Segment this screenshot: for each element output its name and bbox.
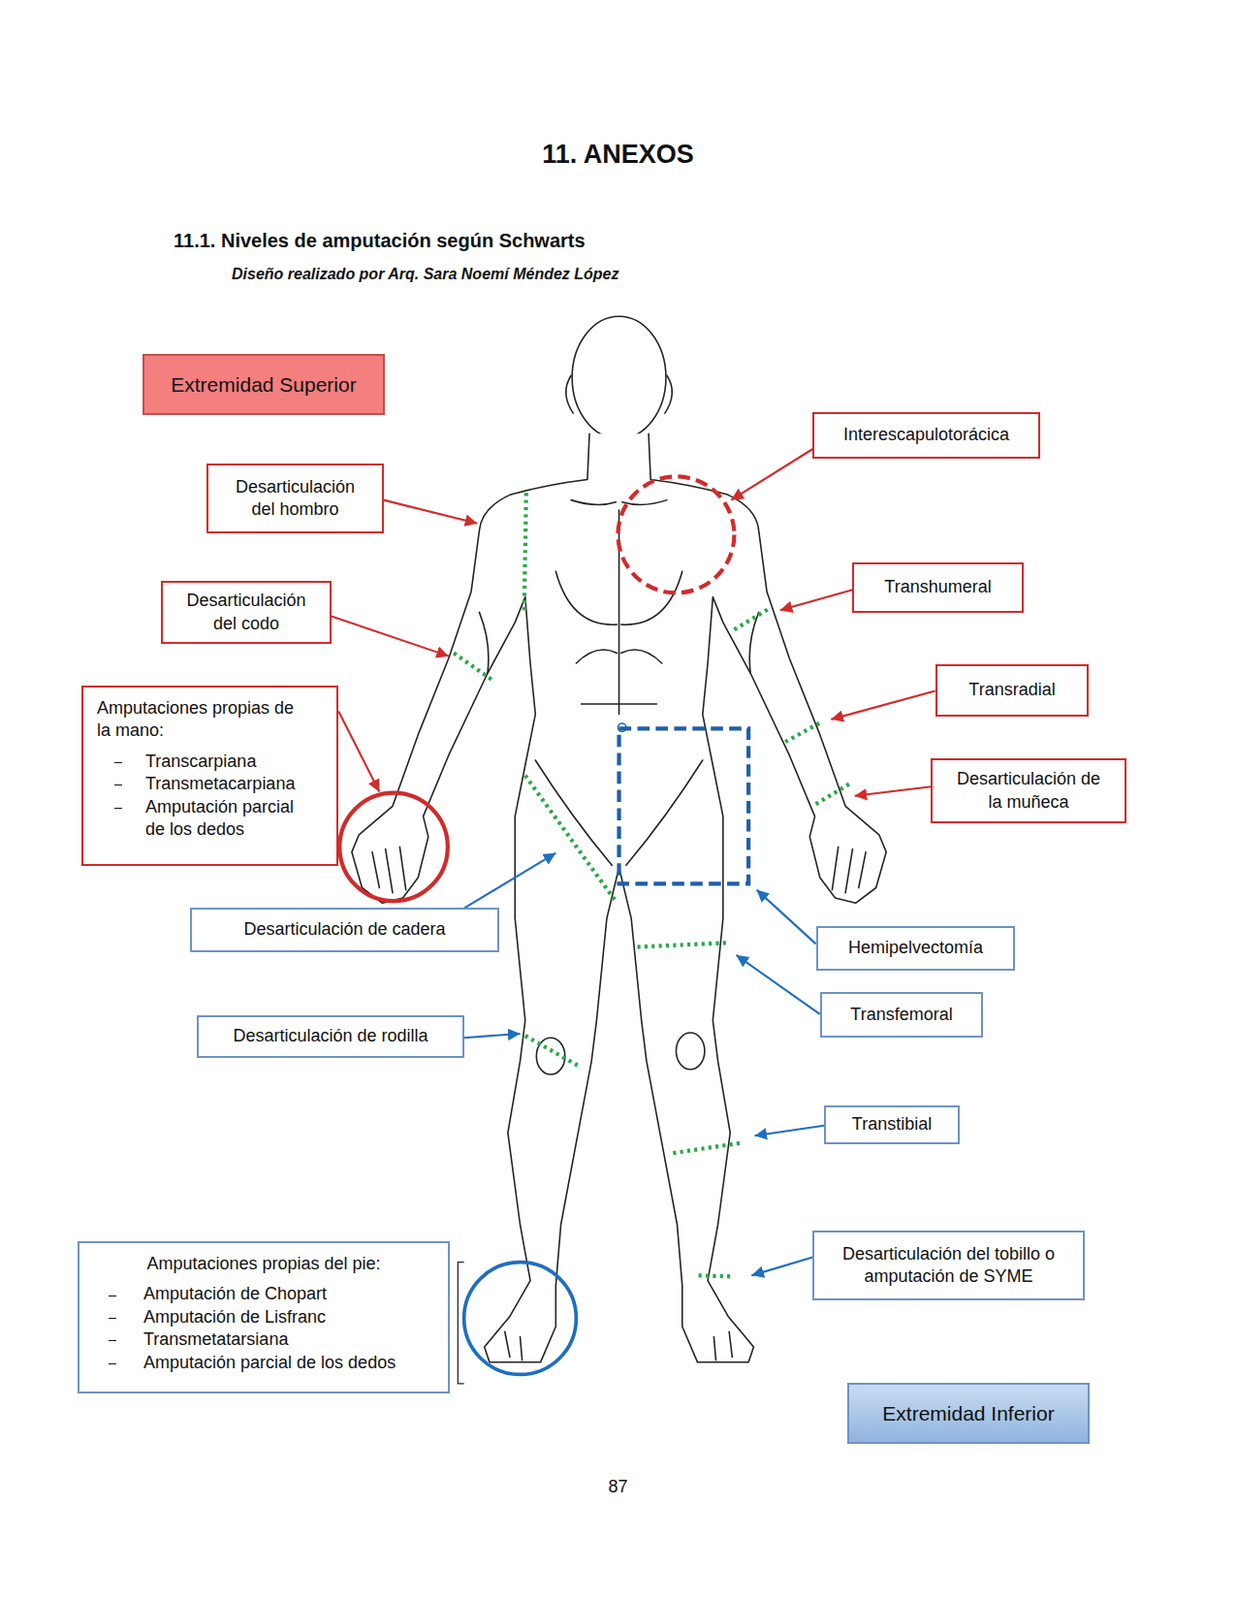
box-label: Hemipelvectomía [827, 936, 1004, 959]
level-box: Desarticulación de rodilla [196, 1014, 465, 1058]
list-item: Amputación de Lisfranc [143, 1305, 435, 1329]
page-title: 11. ANEXOS [0, 139, 1236, 170]
level-box: Transtibial [824, 1105, 960, 1144]
box-label: Desarticulación de rodilla [208, 1024, 453, 1047]
level-box: Desarticulación del hombro [206, 463, 384, 534]
leader-arrows [331, 448, 936, 1275]
human-figure [351, 316, 887, 1363]
list-row: Amputación parcial de los dedos [96, 795, 323, 842]
list-row: Amputación de Lisfranc [93, 1305, 435, 1329]
level-box: Transfemoral [820, 991, 983, 1038]
bullet-dash [108, 1317, 117, 1319]
category-box: Extremidad Inferior [847, 1382, 1090, 1444]
level-box: Transhumeral [852, 562, 1024, 613]
box-label: Desarticulación del codo [178, 589, 315, 635]
list-heading: Amputaciones propias del pie: [93, 1252, 435, 1275]
level-box: Hemipelvectomía [816, 925, 1015, 971]
list-item: Amputación de Chopart [143, 1282, 435, 1305]
level-box: Desarticulación de la muñeca [930, 758, 1127, 824]
box-label: Extremidad Inferior [858, 1399, 1078, 1427]
box-label: Extremidad Superior [154, 371, 374, 398]
bullet-dash [114, 807, 123, 809]
list-row: Transcarpiana [96, 750, 323, 773]
box-label: Transradial [947, 678, 1078, 701]
bullet-dash [108, 1295, 117, 1297]
cut-lines [453, 492, 852, 1276]
bullet-dash [108, 1339, 117, 1341]
list-box: Amputaciones propias del pie: Amputación … [77, 1240, 450, 1394]
level-box: Desarticulación del codo [160, 580, 332, 644]
box-label: Desarticulación de cadera [201, 918, 488, 941]
list-item: Amputación parcial de los dedos [145, 795, 318, 842]
level-box: Interescapulotorácica [812, 412, 1041, 459]
bullet-dash [114, 761, 123, 763]
box-label: Desarticulación de la muñeca [955, 767, 1102, 814]
box-label: Desarticulación del hombro [227, 475, 364, 522]
list-item: Transcarpiana [145, 750, 318, 773]
box-label: Desarticulación del tobillo o amputación… [832, 1242, 1066, 1289]
page-number: 87 [0, 1476, 1236, 1497]
category-box: Extremidad Superior [142, 353, 385, 415]
list-box: Amputaciones propias de la mano: Transcar… [81, 685, 339, 866]
credit-line: Diseño realizado por Arq. Sara Noemí Mén… [231, 265, 619, 284]
list-heading: Amputaciones propias de la mano: [96, 697, 296, 743]
list-item: Amputación parcial de los dedos [143, 1351, 435, 1374]
level-box: Desarticulación de cadera [190, 907, 500, 952]
box-label: Transhumeral [863, 575, 1013, 599]
bullet-dash [108, 1362, 117, 1364]
section-heading: 11.1. Niveles de amputación según Schwar… [173, 229, 586, 253]
box-label: Transtibial [835, 1112, 949, 1136]
list-item: Transmetacarpiana [145, 772, 318, 795]
list-row: Transmetatarsiana [93, 1328, 435, 1351]
level-box: Transradial [935, 664, 1089, 717]
list-row: Amputación parcial de los dedos [93, 1351, 435, 1374]
level-box: Desarticulación del tobillo o amputación… [812, 1230, 1085, 1300]
box-label: Interescapulotorácica [824, 423, 1029, 446]
list-row: Amputación de Chopart [93, 1282, 435, 1305]
list-row: Transmetacarpiana [96, 772, 323, 795]
list-item: Transmetatarsiana [143, 1328, 435, 1351]
box-label: Transfemoral [831, 1003, 972, 1026]
bullet-dash [114, 784, 123, 786]
